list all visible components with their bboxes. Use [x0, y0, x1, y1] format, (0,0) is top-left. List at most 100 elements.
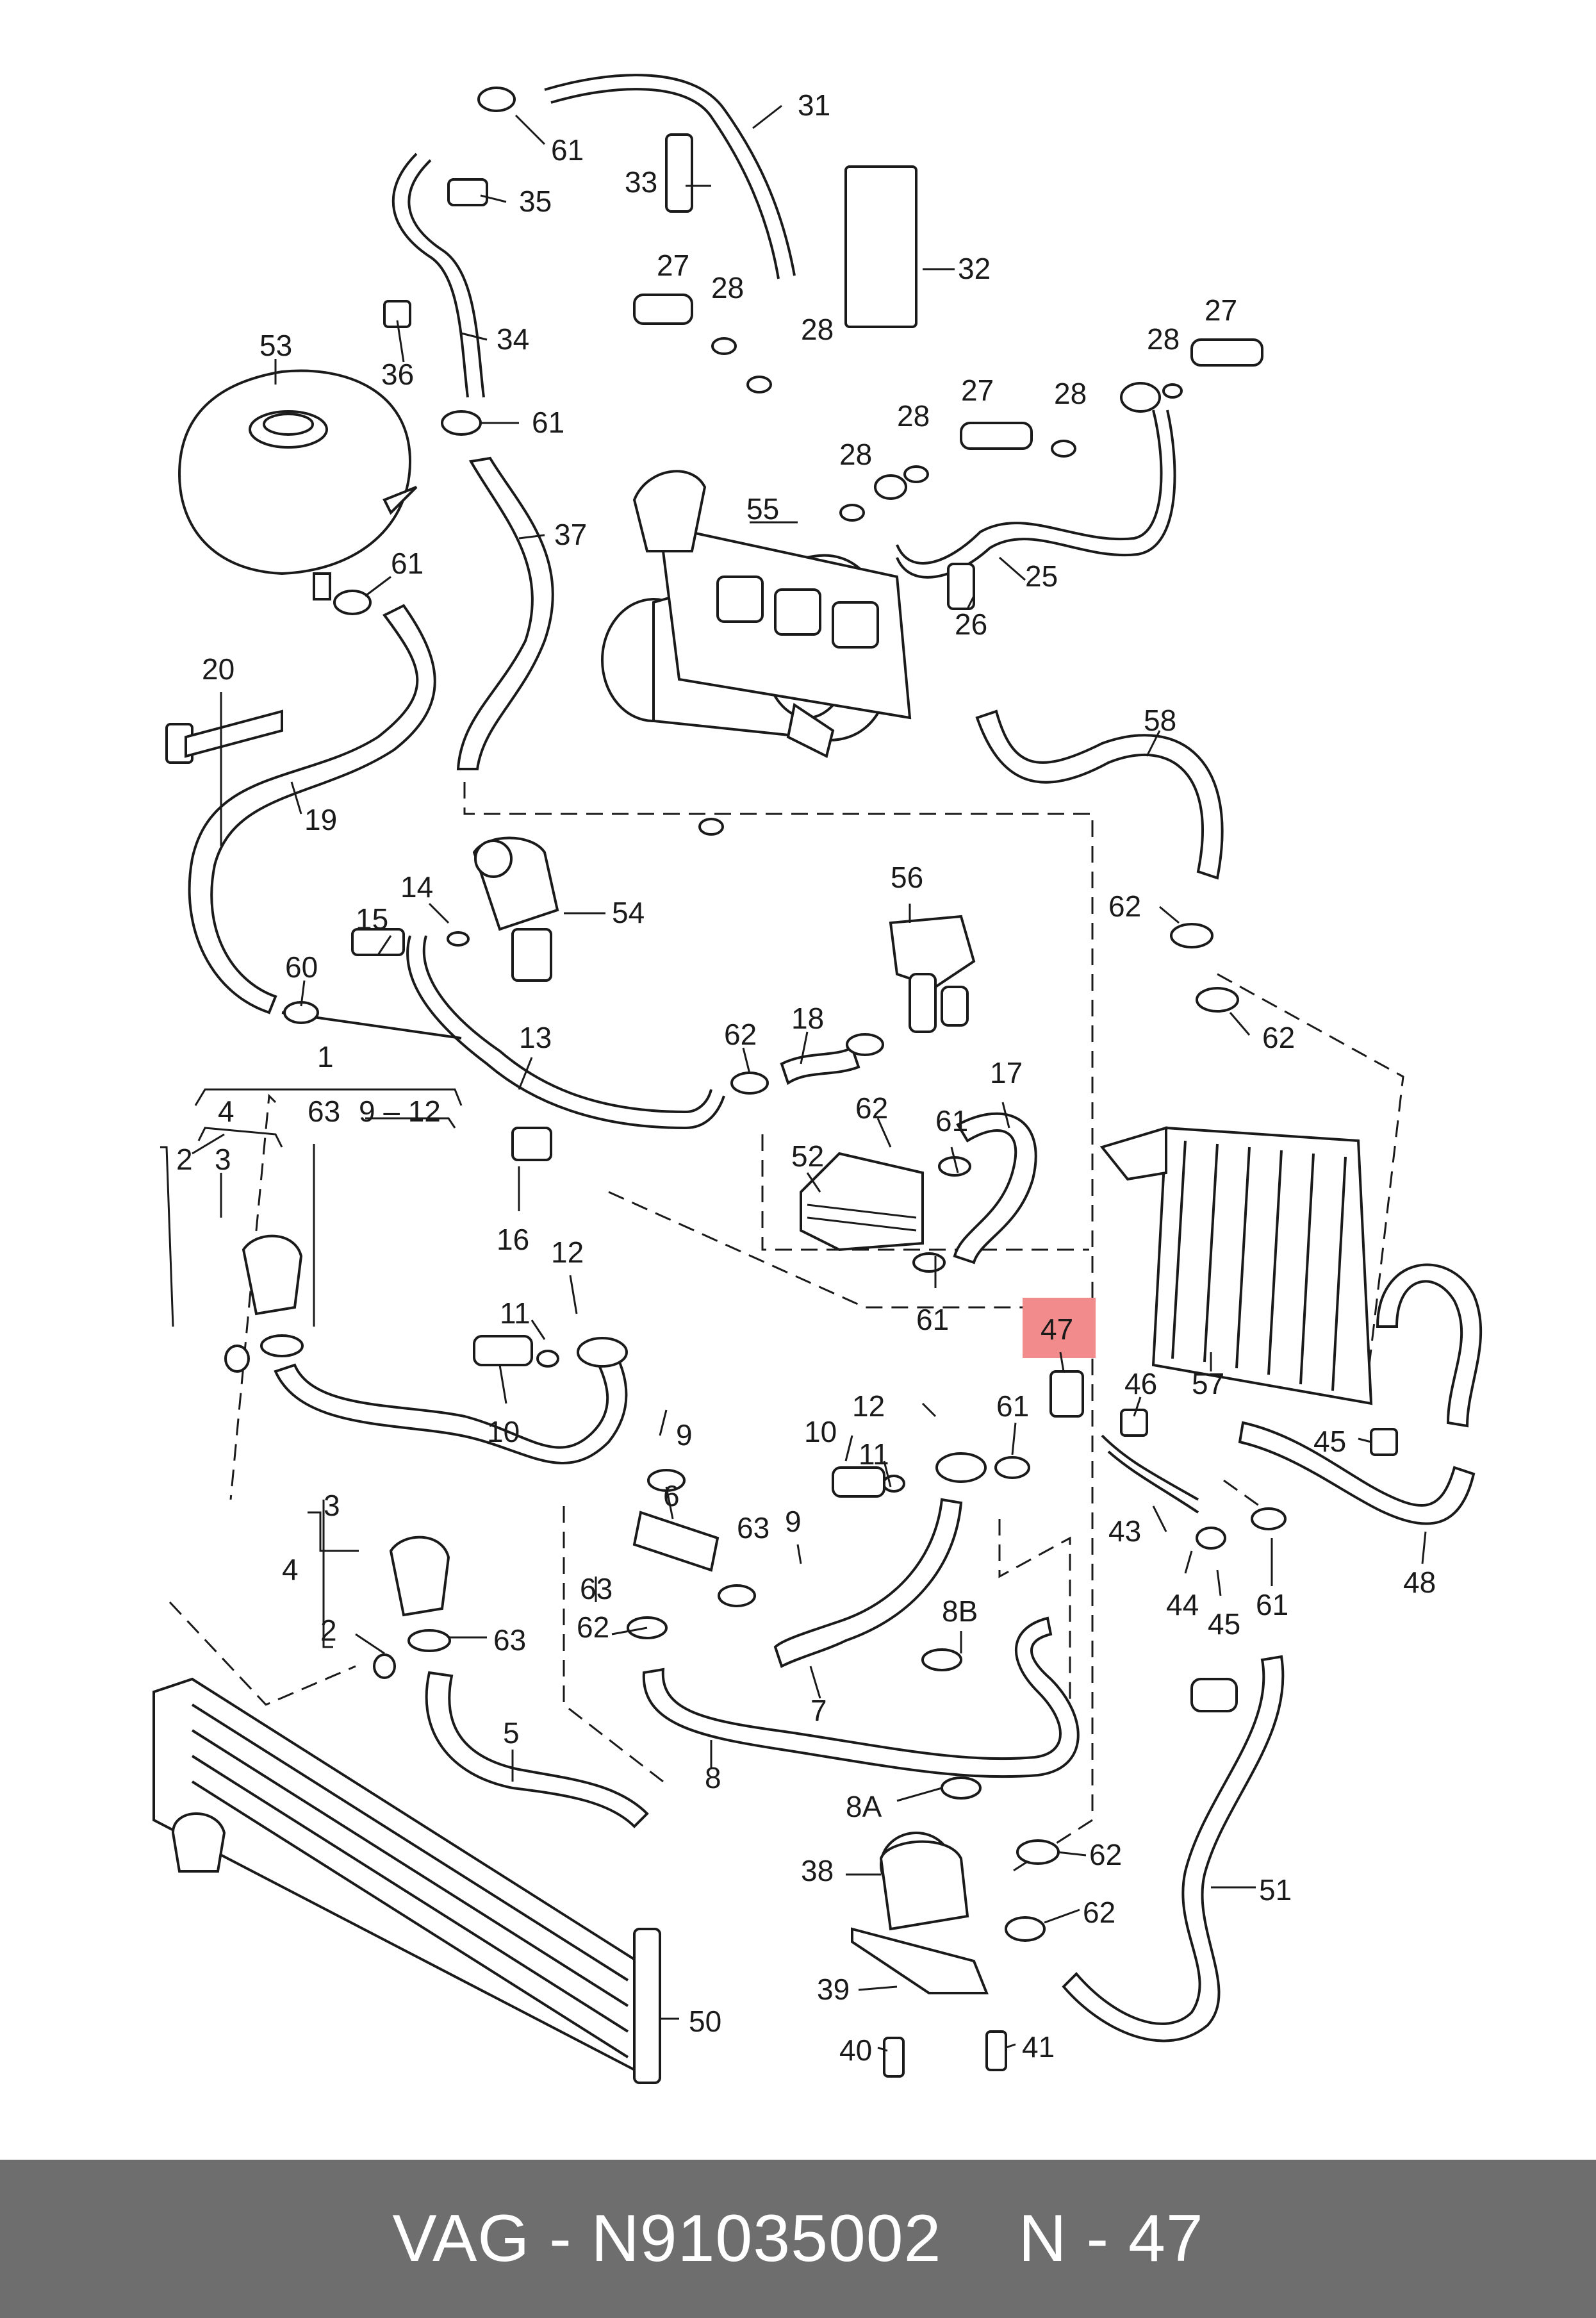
callout-c60: 60 — [285, 950, 318, 984]
callout-c4b: 4 — [282, 1553, 299, 1586]
callout-c12a: 12 — [551, 1236, 584, 1269]
callout-c15: 15 — [356, 902, 388, 936]
electric-pump — [851, 1832, 989, 1994]
callout-c36: 36 — [381, 358, 414, 391]
hose-17 — [953, 1112, 1037, 1264]
callout-c28c: 28 — [897, 399, 930, 433]
callout-c53: 53 — [259, 329, 292, 362]
callout-c33: 33 — [625, 165, 657, 199]
hoses — [188, 456, 1483, 2042]
hose-5 — [425, 1671, 649, 1828]
callout-c31: 31 — [798, 88, 830, 122]
callout-c55: 55 — [746, 492, 779, 526]
callout-c28b: 28 — [801, 313, 834, 346]
callout-c61g: 61 — [1256, 1588, 1288, 1621]
hose-57-right — [1376, 1263, 1483, 1428]
callout-c50: 50 — [689, 2005, 721, 2038]
callout-c8b: 8B — [942, 1594, 978, 1628]
callout-c56: 56 — [891, 861, 923, 894]
hose-48 — [1238, 1421, 1476, 1525]
callout-c12b: 12 — [852, 1389, 885, 1423]
callout-c28d: 28 — [1054, 377, 1087, 410]
hose-upper-left — [274, 1350, 628, 1465]
intercooler — [1099, 1126, 1373, 1405]
callout-c62c: 62 — [724, 1018, 757, 1051]
callout-c8a: 8A — [846, 1790, 882, 1823]
callout-c57: 57 — [1192, 1367, 1224, 1400]
turbocharger — [601, 470, 912, 758]
callout-c63a: 63 — [308, 1095, 340, 1128]
metal-pipes — [281, 74, 1199, 1514]
callout-c3b: 3 — [324, 1489, 340, 1522]
callout-c27a: 27 — [657, 249, 689, 282]
callout-c63c: 63 — [493, 1623, 526, 1657]
callout-c41: 41 — [1022, 2030, 1055, 2064]
callout-c11a: 11 — [500, 1296, 531, 1330]
diagram-canvas: 3161333532272828343653612827282728283755… — [152, 74, 1483, 2084]
callout-c6: 6 — [663, 1479, 680, 1512]
callout-c62a: 62 — [1108, 890, 1141, 923]
callout-c62f: 62 — [1089, 1838, 1122, 1871]
callout-c19: 19 — [304, 803, 337, 836]
callout-c34: 34 — [497, 322, 529, 356]
callout-c37: 37 — [554, 518, 587, 551]
callout-c39: 39 — [817, 1973, 850, 2006]
callout-c46: 46 — [1124, 1367, 1157, 1400]
callout-c11b: 11 — [859, 1437, 889, 1471]
callout-c35: 35 — [519, 185, 552, 218]
callout-c28e: 28 — [1147, 322, 1180, 356]
callout-c26: 26 — [955, 608, 987, 641]
callout-c20: 20 — [202, 652, 234, 686]
hose-8 — [642, 1616, 1080, 1778]
hose-7 — [773, 1498, 963, 1668]
callout-c9b: 9 — [785, 1505, 802, 1538]
callout-c62b: 62 — [1262, 1021, 1295, 1054]
hose-19 — [188, 604, 436, 1014]
callout-c2a: 2 — [176, 1143, 193, 1176]
callout-c28f: 28 — [839, 438, 872, 471]
callout-c38: 38 — [801, 1854, 834, 1887]
footer-bar: VAG - N91035002 N - 47 — [0, 2160, 1596, 2318]
diagram-position: N - 47 — [1018, 2201, 1204, 2276]
callout-c45b: 45 — [1208, 1607, 1240, 1641]
callout-c4a: 4 — [218, 1095, 234, 1128]
callout-c62d: 62 — [855, 1091, 888, 1125]
clamps-and-fittings — [165, 87, 1398, 2078]
callout-c61f: 61 — [996, 1389, 1029, 1423]
oil-cooler — [800, 1152, 924, 1252]
callout-c52: 52 — [791, 1139, 824, 1173]
callout-c51: 51 — [1259, 1873, 1292, 1907]
callout-c5: 5 — [503, 1716, 520, 1750]
callout-c54: 54 — [612, 896, 645, 929]
callout-c63b: 63 — [580, 1572, 613, 1605]
callout-c43: 43 — [1108, 1514, 1141, 1548]
callout-c2b: 2 — [320, 1614, 337, 1647]
callout-c61d: 61 — [935, 1104, 968, 1138]
thermostat-housing — [472, 836, 559, 982]
hose-18 — [780, 1046, 860, 1086]
callout-c48: 48 — [1403, 1566, 1436, 1599]
callout-c14: 14 — [400, 870, 433, 904]
callout-c62g: 62 — [1083, 1896, 1115, 1929]
callout-c47: 47 — [1041, 1312, 1073, 1346]
callout-c8: 8 — [705, 1761, 721, 1794]
callout-c61a: 61 — [551, 133, 584, 167]
hose-58 — [975, 709, 1224, 880]
callout-c63d: 63 — [737, 1511, 769, 1544]
callout-c3a: 3 — [215, 1143, 231, 1176]
callout-c61e: 61 — [916, 1303, 949, 1336]
callout-c1: 1 — [317, 1040, 334, 1073]
callout-c10b: 10 — [804, 1415, 837, 1448]
radiator — [152, 1677, 661, 2084]
callout-c17: 17 — [990, 1056, 1023, 1089]
hose-51 — [1062, 1655, 1285, 2042]
expansion-tank — [177, 369, 418, 600]
coolant-flange — [889, 915, 976, 1033]
hose-37 — [456, 456, 554, 770]
callout-c32: 32 — [958, 252, 991, 285]
callout-c61c: 61 — [391, 547, 424, 580]
callout-c58: 58 — [1144, 704, 1176, 737]
callout-c61b: 61 — [532, 406, 564, 439]
